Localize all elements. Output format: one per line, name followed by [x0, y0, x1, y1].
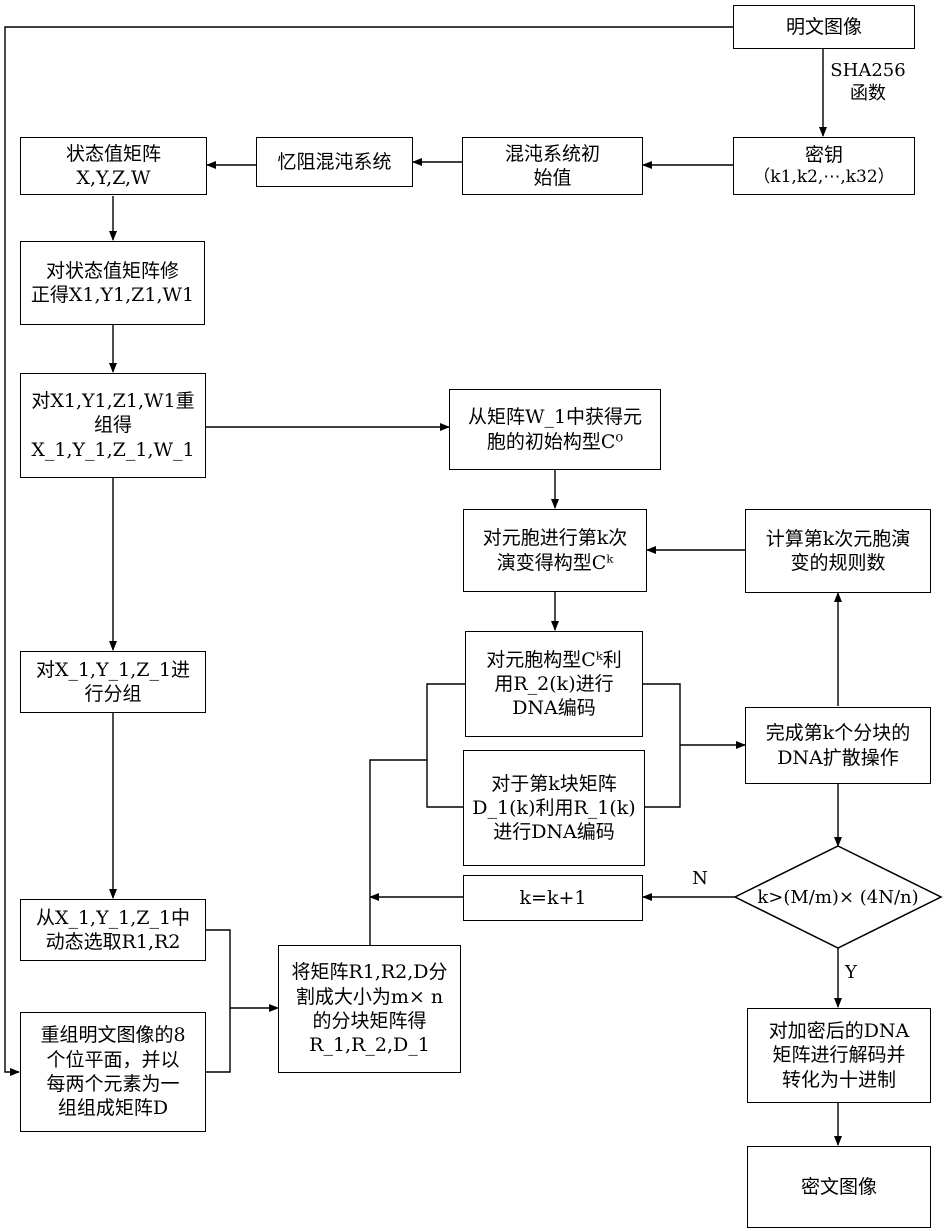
select-r-box: 从X_1,Y_1,Z_1中 动态选取R1,R2	[20, 899, 206, 961]
state-line1: 状态值矩阵	[66, 142, 161, 166]
regroup-line2: 组得	[94, 413, 132, 437]
group-line2: 行分组	[84, 682, 141, 706]
encode-d-line1: 对于第k块矩阵	[491, 772, 617, 796]
rule-line2: 变的规则数	[790, 551, 885, 575]
memristor-text: 忆阻混沌系统	[277, 150, 391, 174]
encode-ck-line1: 对元胞构型Cᵏ利	[486, 648, 621, 672]
correct-line2: 正得X1,Y1,Z1,W1	[31, 283, 194, 307]
plain-image-box: 明文图像	[733, 5, 915, 49]
edge-encode-bracket-right	[643, 684, 680, 807]
split-box: 将矩阵R1,R2,D分 割成大小为m× n 的分块矩阵得 R_1,R_2,D_1	[278, 945, 461, 1073]
encode-ck-line3: DNA编码	[512, 696, 596, 720]
sha256-label: SHA256 函数	[828, 60, 908, 105]
initial-line1: 从矩阵W_1中获得元	[468, 405, 642, 429]
increment-box: k=k+1	[463, 875, 643, 921]
plain-image-text: 明文图像	[786, 15, 862, 39]
edge-label-n: N	[690, 868, 710, 891]
bitplanes-line2: 个位平面，并以	[46, 1048, 179, 1072]
edge-split-to-encode	[370, 760, 427, 945]
edge-select-to-split	[206, 930, 278, 1008]
diffusion-box: 完成第k个分块的 DNA扩散操作	[745, 707, 931, 784]
increment-text: k=k+1	[520, 886, 587, 910]
edge-bitplanes-to-split	[206, 1008, 230, 1072]
select-line1: 从X_1,Y_1,Z_1中	[36, 906, 190, 930]
encode-ck-line2: 用R_2(k)进行	[494, 672, 613, 696]
decode-line2: 矩阵进行解码并	[772, 1043, 905, 1067]
encode-d-line2: D_1(k)利用R_1(k)	[472, 796, 635, 820]
initial-config-box: 从矩阵W_1中获得元 胞的初始构型C⁰	[449, 389, 661, 470]
cipher-image-box: 密文图像	[747, 1146, 931, 1228]
key-box: 密钥 （k1,k2,⋯,k32）	[733, 137, 915, 195]
group-xyz-box: 对X_1,Y_1,Z_1进 行分组	[20, 651, 206, 713]
cipher-image-text: 密文图像	[801, 1175, 877, 1199]
evolve-line2: 演变得构型Cᵏ	[497, 551, 613, 575]
select-line2: 动态选取R1,R2	[46, 930, 181, 954]
key-line1: 密钥	[805, 143, 843, 167]
chaos-init-box: 混沌系统初 始值	[462, 137, 643, 195]
split-line3: 的分块矩阵得	[312, 1009, 426, 1033]
bitplanes-line3: 每两个元素为一	[46, 1072, 179, 1096]
correct-line1: 对状态值矩阵修	[46, 259, 179, 283]
rule-line1: 计算第k次元胞演	[766, 527, 911, 551]
chaos-init-line2: 始值	[533, 166, 571, 190]
memristor-box: 忆阻混沌系统	[256, 137, 413, 187]
diffusion-line1: 完成第k个分块的	[766, 721, 911, 745]
chaos-init-line1: 混沌系统初	[505, 142, 600, 166]
condition-text: k>(M/m)× (4N/n)	[735, 877, 941, 917]
bitplanes-line1: 重组明文图像的8	[40, 1023, 185, 1047]
bitplanes-box: 重组明文图像的8 个位平面，并以 每两个元素为一 组组成矩阵D	[20, 1012, 206, 1132]
edge-label-y: Y	[841, 962, 861, 985]
decode-box: 对加密后的DNA 矩阵进行解码并 转化为十进制	[747, 1008, 931, 1103]
rule-number-box: 计算第k次元胞演 变的规则数	[745, 509, 931, 593]
state-matrix-box: 状态值矩阵 X,Y,Z,W	[20, 137, 207, 195]
encode-d-line3: 进行DNA编码	[493, 820, 615, 844]
regroup-line3: X_1,Y_1,Z_1,W_1	[31, 438, 194, 462]
regroup-line1: 对X1,Y1,Z1,W1重	[31, 389, 194, 413]
edge-encode-bracket-left	[427, 684, 465, 807]
bitplanes-line4: 组组成矩阵D	[58, 1096, 168, 1120]
encode-d-box: 对于第k块矩阵 D_1(k)利用R_1(k) 进行DNA编码	[463, 750, 645, 866]
encode-ck-box: 对元胞构型Cᵏ利 用R_2(k)进行 DNA编码	[465, 631, 643, 737]
regroup-box: 对X1,Y1,Z1,W1重 组得 X_1,Y_1,Z_1,W_1	[20, 373, 206, 478]
correct-box: 对状态值矩阵修 正得X1,Y1,Z1,W1	[20, 241, 205, 325]
state-line2: X,Y,Z,W	[76, 166, 150, 190]
sha256-line2: 函数	[828, 83, 908, 106]
split-line4: R_1,R_2,D_1	[309, 1033, 430, 1057]
sha256-line1: SHA256	[828, 60, 908, 83]
key-line2: （k1,k2,⋯,k32）	[753, 167, 894, 189]
split-line1: 将矩阵R1,R2,D分	[291, 960, 447, 984]
decode-line1: 对加密后的DNA	[769, 1019, 910, 1043]
diffusion-line2: DNA扩散操作	[777, 746, 899, 770]
initial-line2: 胞的初始构型C⁰	[487, 430, 623, 454]
split-line2: 割成大小为m× n	[296, 985, 443, 1009]
evolve-box: 对元胞进行第k次 演变得构型Cᵏ	[463, 509, 647, 592]
decode-line3: 转化为十进制	[782, 1068, 896, 1092]
group-line1: 对X_1,Y_1,Z_1进	[36, 658, 190, 682]
evolve-line1: 对元胞进行第k次	[483, 526, 628, 550]
